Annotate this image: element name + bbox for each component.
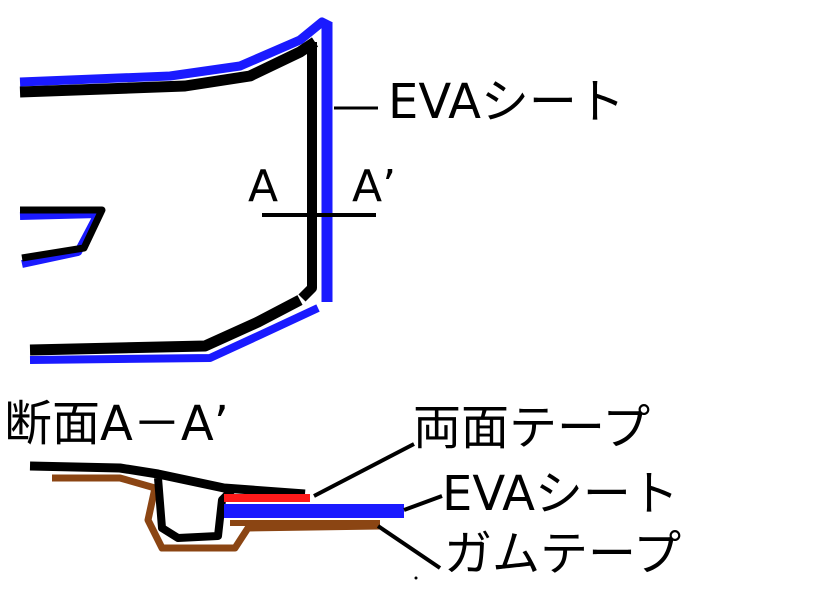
outline-vertical: [298, 42, 317, 302]
gum-tape-label: ガムテープ: [444, 526, 682, 582]
gum-tape-shape: [52, 474, 381, 552]
plan-view: [19, 17, 378, 364]
eva-sheet-upper-edge: [19, 17, 333, 87]
double-sided-tape-label: 両面テープ: [413, 400, 651, 456]
outline-lower: [29, 295, 303, 356]
inner-notch-black: [20, 206, 106, 262]
eva-sheet-lower-edge: [29, 304, 320, 364]
tape-leader-line: [313, 442, 415, 498]
section-channel: [154, 477, 235, 542]
stray-dot: [414, 576, 418, 580]
outline-upper: [19, 37, 319, 98]
eva-sheet-label-top: EVAシート: [388, 74, 625, 130]
eva-sheet-label-bottom: EVAシート: [442, 466, 679, 522]
double-sided-tape-strip: [224, 494, 310, 502]
gum-tape-strip: [230, 520, 380, 526]
point-a-label: A: [248, 161, 279, 212]
point-a-prime-label: A’: [352, 161, 397, 212]
cross-section: [29, 442, 443, 580]
section-outline-outer: [29, 461, 306, 499]
gum-leader-line: [376, 524, 442, 570]
eva-sheet-strip: [224, 504, 404, 518]
section-title: 断面A－A’: [4, 396, 229, 452]
eva-leader-line-bottom: [403, 494, 443, 512]
